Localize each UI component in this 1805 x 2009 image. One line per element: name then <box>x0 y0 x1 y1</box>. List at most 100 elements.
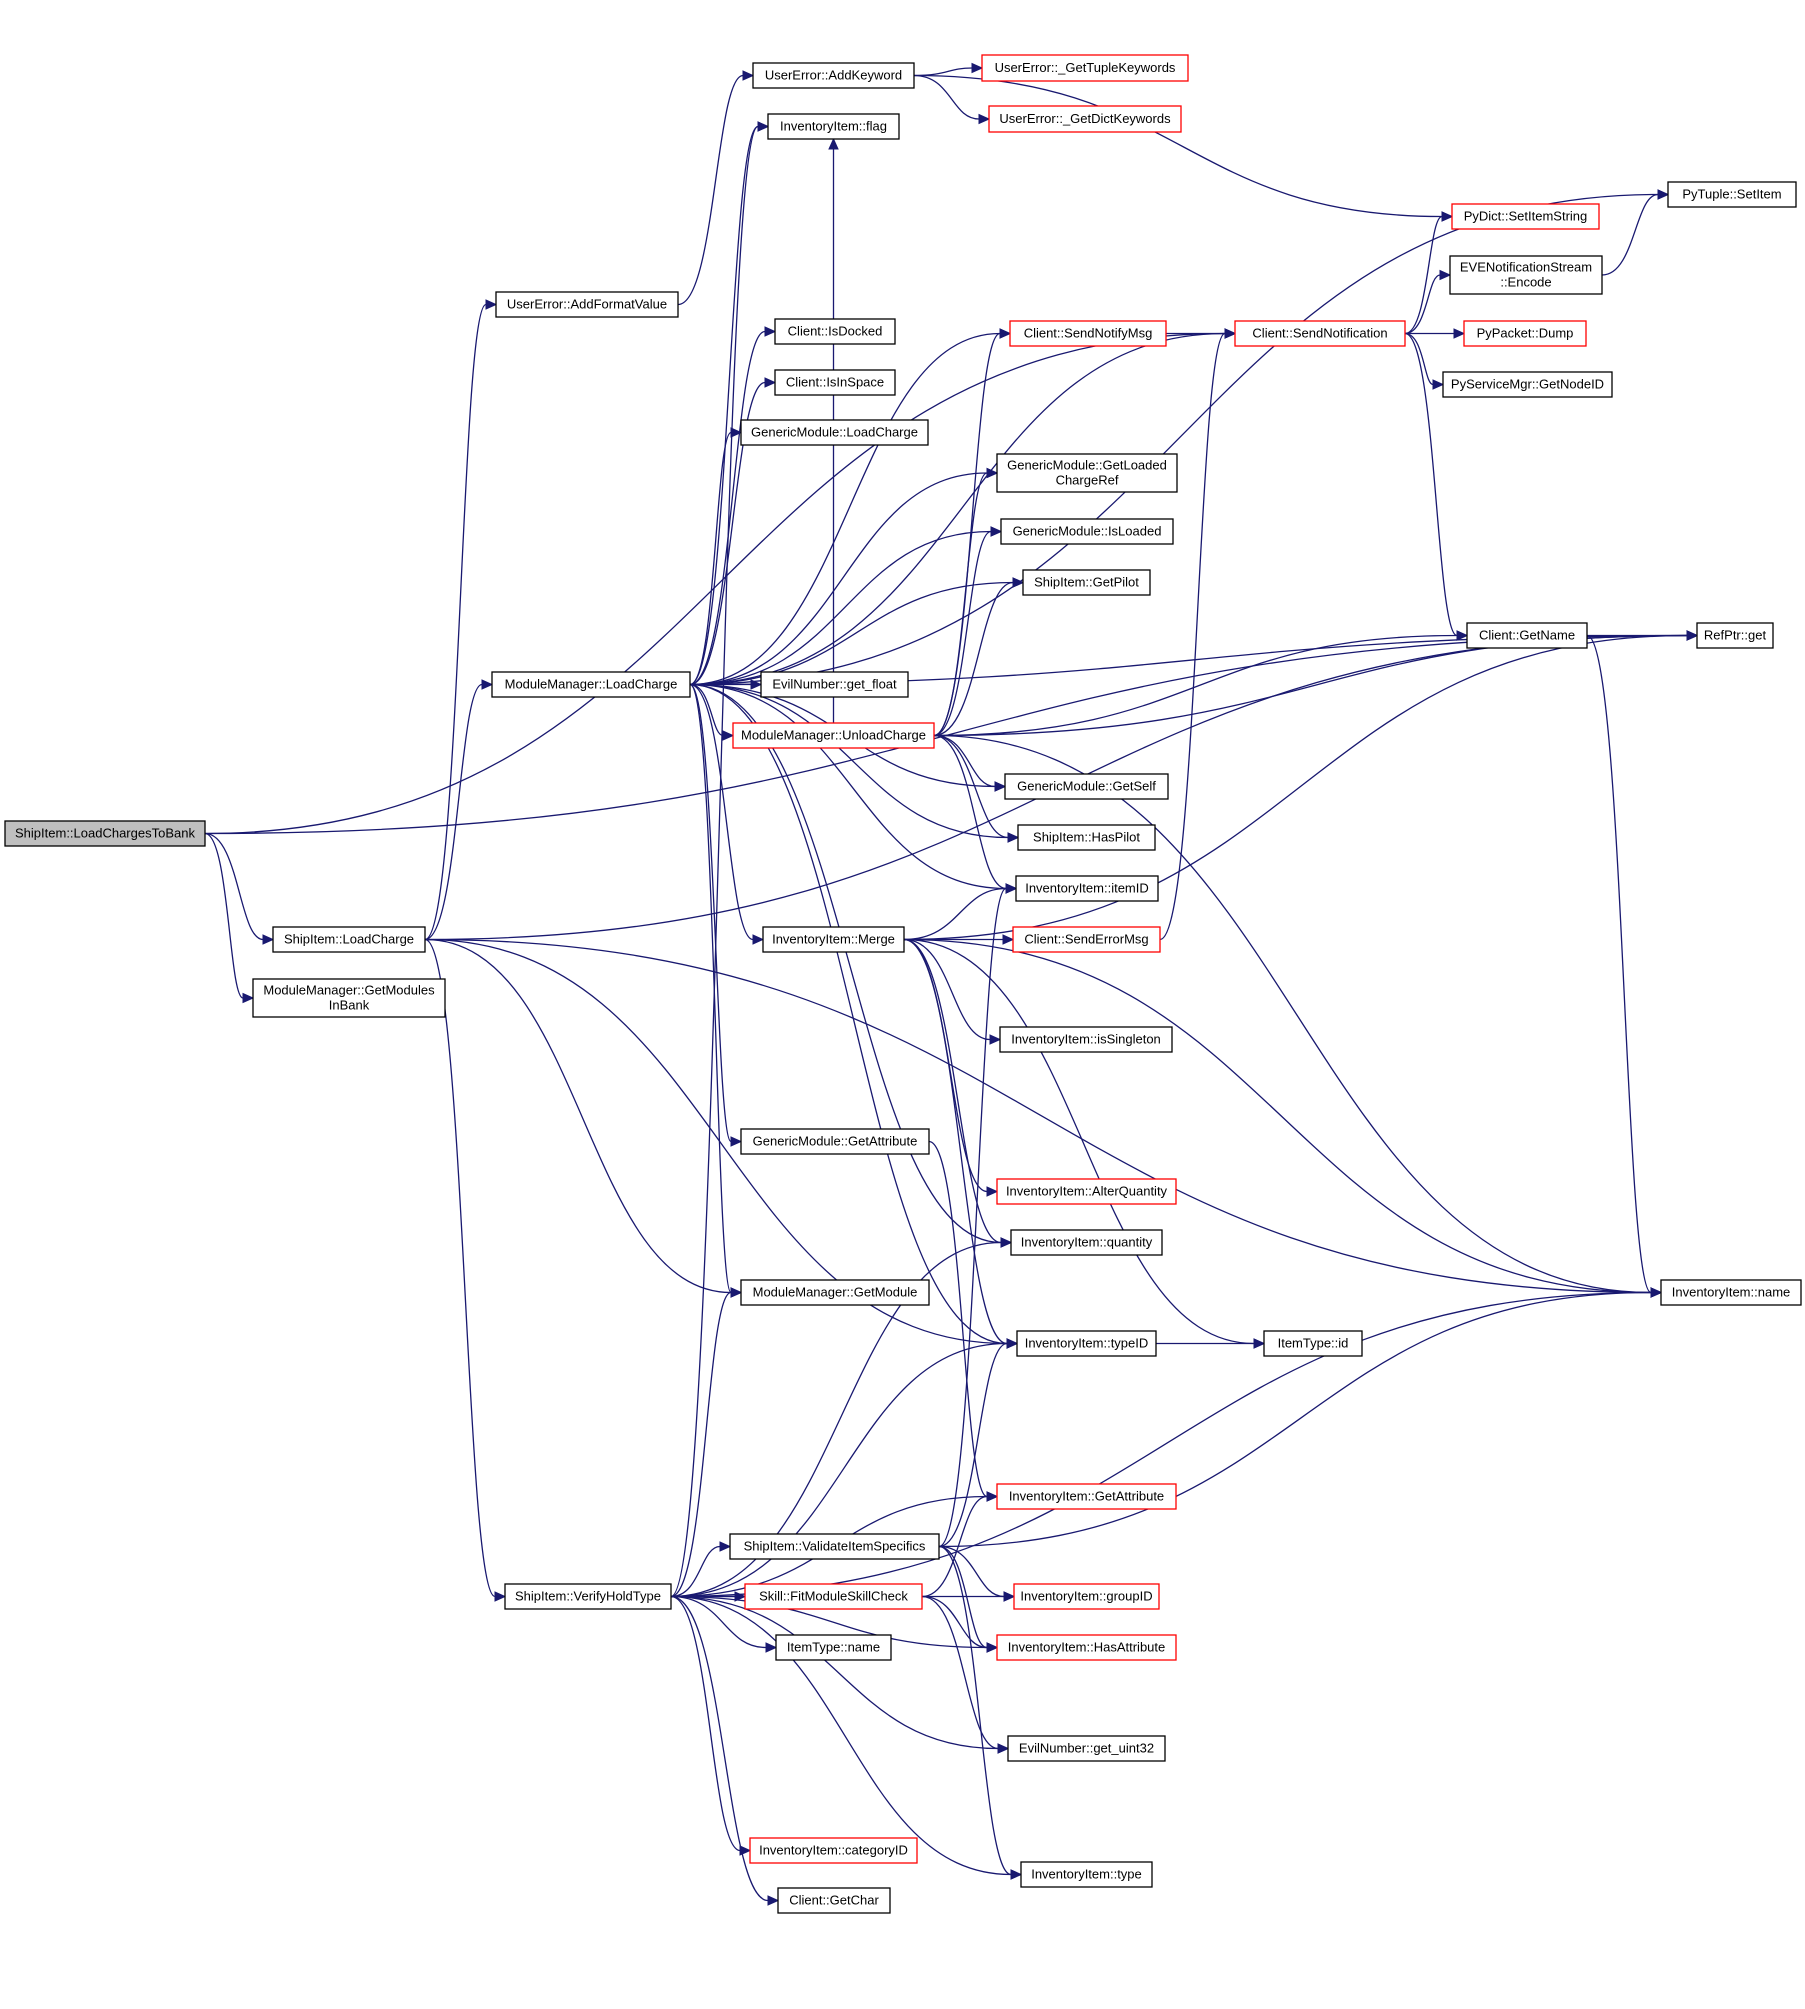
node-label: UserError::_GetTupleKeywords <box>995 60 1176 75</box>
arrow-head-icon <box>1002 934 1015 945</box>
node-label: PyTuple::SetItem <box>1682 187 1781 202</box>
edge-n6-n21 <box>913 62 984 77</box>
graph-node-itemtype-name[interactable]: ItemType::name <box>775 1634 892 1661</box>
node-label: InventoryItem::Merge <box>772 932 895 947</box>
edge-n6-n42 <box>913 74 1454 222</box>
node-label: ShipItem::ValidateItemSpecifics <box>744 1539 926 1554</box>
node-box <box>504 1583 672 1610</box>
node-label: InventoryItem::itemID <box>1025 881 1149 896</box>
graph-node-evilnumber-get-uint32[interactable]: EvilNumber::get_uint32 <box>1007 1735 1166 1762</box>
graph-node-inventoryitem-flag[interactable]: InventoryItem::flag <box>767 113 900 140</box>
edge-line <box>921 1495 988 1598</box>
edge-line <box>921 1595 999 1750</box>
graph-node-client-senderrormsg[interactable]: Client::SendErrorMsg <box>1012 926 1161 953</box>
graph-node-genericmodule-getattribute[interactable]: GenericModule::GetAttribute <box>740 1128 930 1155</box>
graph-node-inventoryitem-getattribute[interactable]: InventoryItem::GetAttribute <box>996 1483 1177 1510</box>
node-label: GenericModule::IsLoaded <box>1013 524 1162 539</box>
graph-node-client-sendnotification[interactable]: Client::SendNotification <box>1234 320 1406 347</box>
graph-node-client-isdocked[interactable]: Client::IsDocked <box>774 318 896 345</box>
edge-n4-n29 <box>689 683 1018 894</box>
node-label: ItemType::id <box>1278 1336 1349 1351</box>
graph-node-inventoryitem-typeid[interactable]: InventoryItem::typeID <box>1016 1330 1157 1357</box>
graph-node-evenotificationstream-encode[interactable]: EVENotificationStream::Encode <box>1449 255 1603 295</box>
edge-line <box>933 472 988 737</box>
arrow-head-icon <box>1441 211 1454 222</box>
node-label: ShipItem::VerifyHoldType <box>515 1589 661 1604</box>
graph-node-genericmodule-getself[interactable]: GenericModule::GetSelf <box>1004 773 1169 800</box>
graph-node-genericmodule-loadcharge[interactable]: GenericModule::LoadCharge <box>740 419 929 446</box>
graph-node-inventoryitem-alterquantity[interactable]: InventoryItem::AlterQuantity <box>996 1178 1177 1205</box>
graph-node-pyservicemgr-getnodeid[interactable]: PyServiceMgr::GetNodeID <box>1442 371 1613 398</box>
node-label: GenericModule::GetSelf <box>1017 779 1156 794</box>
edge-line <box>938 1545 988 1649</box>
graph-node-modulemanager-getmodule[interactable]: ModuleManager::GetModule <box>740 1279 930 1306</box>
edge-line <box>689 381 766 686</box>
edge-line <box>670 1595 999 1750</box>
arrow-head-icon <box>1432 379 1445 390</box>
edge-line <box>933 634 1458 737</box>
node-box <box>1660 1279 1802 1306</box>
graph-node-pytuple-setitem[interactable]: PyTuple::SetItem <box>1667 181 1797 208</box>
graph-node-inventoryitem-categoryid[interactable]: InventoryItem::categoryID <box>749 1837 918 1864</box>
edge-line <box>933 634 1688 737</box>
graph-node-client-sendnotifymsg[interactable]: Client::SendNotifyMsg <box>1009 320 1167 347</box>
graph-node-pydict-setitemstring[interactable]: PyDict::SetItemString <box>1451 203 1600 230</box>
node-label: InventoryItem::AlterQuantity <box>1006 1184 1168 1199</box>
edge-line <box>689 683 1007 890</box>
node-box <box>491 671 691 698</box>
edge-line <box>921 1595 988 1649</box>
edge-n3-n6 <box>677 70 755 306</box>
node-box <box>774 318 896 345</box>
edge-n13-n33 <box>903 938 1013 1248</box>
graph-node-usererror-getdictkeywords[interactable]: UserError::_GetDictKeywords <box>988 105 1182 133</box>
graph-node-inventoryitem-groupid[interactable]: InventoryItem::groupID <box>1013 1583 1160 1610</box>
node-box <box>1696 622 1774 649</box>
graph-node-shipitem-getpilot[interactable]: ShipItem::GetPilot <box>1022 569 1151 596</box>
graph-node-modulemanager-loadcharge[interactable]: ModuleManager::LoadCharge <box>491 671 691 698</box>
graph-node-client-isinspace[interactable]: Client::IsInSpace <box>774 369 896 396</box>
arrow-head-icon <box>1686 630 1699 641</box>
graph-node-usererror-gettuplekeywords[interactable]: UserError::_GetTupleKeywords <box>981 54 1189 82</box>
edge-line <box>903 938 991 1041</box>
node-box <box>1466 622 1588 649</box>
graph-node-shipitem-loadchargestobank[interactable]: ShipItem::LoadChargesToBank <box>4 820 206 847</box>
graph-node-genericmodule-isloaded[interactable]: GenericModule::IsLoaded <box>1000 518 1174 545</box>
graph-node-inventoryitem-name[interactable]: InventoryItem::name <box>1660 1279 1802 1306</box>
graph-node-inventoryitem-itemid[interactable]: InventoryItem::itemID <box>1015 875 1159 902</box>
graph-node-refptr-get[interactable]: RefPtr::get <box>1696 622 1774 649</box>
graph-node-itemtype-id[interactable]: ItemType::id <box>1263 1330 1363 1357</box>
edge-n1-n4 <box>424 679 494 941</box>
node-box <box>996 1483 1177 1510</box>
edge-line <box>689 332 1226 686</box>
graph-node-shipitem-haspilot[interactable]: ShipItem::HasPilot <box>1017 824 1156 851</box>
graph-node-shipitem-validateitemspecifics[interactable]: ShipItem::ValidateItemSpecifics <box>729 1533 940 1560</box>
node-layer: ShipItem::LoadChargesToBankShipItem::Loa… <box>4 54 1802 1914</box>
node-label: ItemType::name <box>787 1640 880 1655</box>
edge-line <box>424 938 732 1294</box>
graph-node-shipitem-verifyholdtype[interactable]: ShipItem::VerifyHoldType <box>504 1583 672 1610</box>
graph-node-usererror-addformatvalue[interactable]: UserError::AddFormatValue <box>495 291 679 318</box>
edge-line <box>938 1291 1652 1548</box>
edge-n5-n7 <box>670 121 770 1598</box>
graph-node-client-getname[interactable]: Client::GetName <box>1466 622 1588 649</box>
graph-node-inventoryitem-quantity[interactable]: InventoryItem::quantity <box>1010 1229 1163 1256</box>
node-label: Skill::FitModuleSkillCheck <box>759 1589 908 1604</box>
node-label: ShipItem::HasPilot <box>1033 830 1140 845</box>
graph-node-client-getchar[interactable]: Client::GetChar <box>777 1887 891 1914</box>
graph-node-inventoryitem-issingleton[interactable]: InventoryItem::isSingleton <box>999 1026 1173 1053</box>
graph-node-skill-fitmoduleskillcheck[interactable]: Skill::FitModuleSkillCheck <box>744 1583 923 1610</box>
graph-node-inventoryitem-hasattribute[interactable]: InventoryItem::HasAttribute <box>996 1634 1177 1661</box>
graph-node-pypacket-dump[interactable]: PyPacket::Dump <box>1463 320 1587 347</box>
graph-node-usererror-addkeyword[interactable]: UserError::AddKeyword <box>752 62 915 89</box>
edge-n4-n24 <box>689 467 999 686</box>
graph-node-modulemanager-unloadcharge[interactable]: ModuleManager::UnloadCharge <box>732 722 935 749</box>
node-label: ::Encode <box>1500 275 1551 290</box>
node-box <box>774 369 896 396</box>
node-box <box>740 1279 930 1306</box>
graph-node-evilnumber-get-float[interactable]: EvilNumber::get_float <box>760 671 909 698</box>
graph-node-shipitem-loadcharge[interactable]: ShipItem::LoadCharge <box>272 926 426 953</box>
graph-node-inventoryitem-merge[interactable]: InventoryItem::Merge <box>762 926 905 953</box>
graph-node-inventoryitem-type[interactable]: InventoryItem::type <box>1020 1861 1153 1888</box>
